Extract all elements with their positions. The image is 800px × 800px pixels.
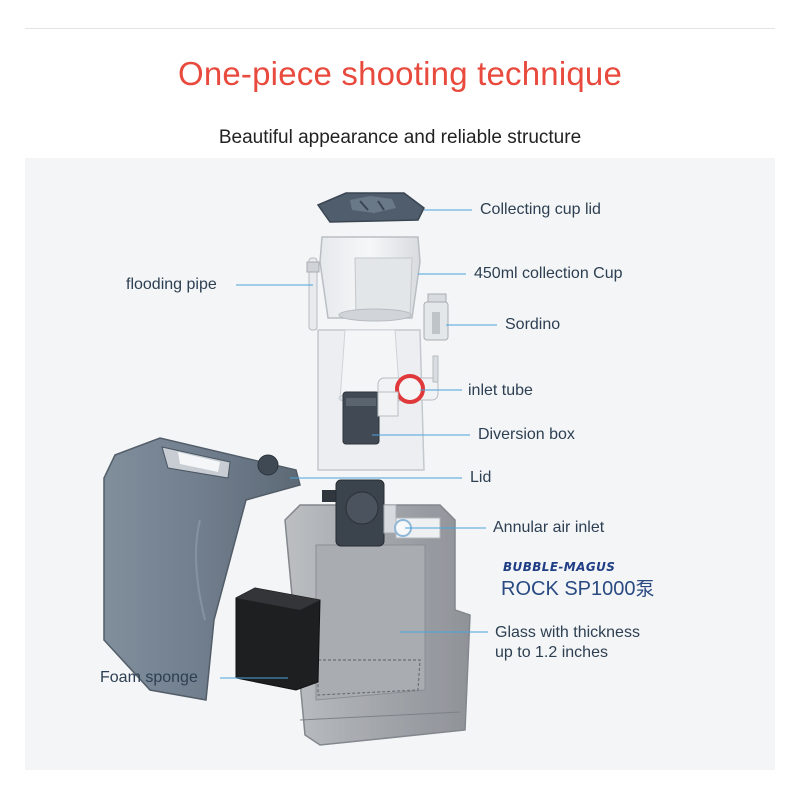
label-lid: Lid [470, 469, 492, 486]
label-inlet-tube: inlet tube [468, 382, 533, 399]
page-title: One-piece shooting technique [177, 55, 623, 92]
page-subtitle: Beautiful appearance and reliable struct… [218, 127, 582, 148]
label-foam-sponge: Foam sponge [100, 669, 198, 686]
brand-model-text: ROCK SP1000 [501, 578, 636, 600]
sordino-part [423, 293, 449, 341]
label-diversion-box: Diversion box [478, 426, 575, 443]
label-glass-line1: Glass with thickness [495, 624, 640, 641]
inlet-tube-part [377, 355, 439, 417]
collection-cup-part [319, 236, 421, 322]
outer-lid-shell-part [103, 437, 301, 701]
label-glass-line2: up to 1.2 inches [495, 644, 608, 661]
brand-name: BUBBLE-MAGUS [503, 560, 616, 574]
pump-part [322, 479, 397, 547]
label-collecting-cup-lid: Collecting cup lid [480, 201, 601, 218]
flooding-pipe-part [306, 257, 320, 331]
diversion-box-part [342, 391, 380, 445]
collecting-cup-lid-part [316, 192, 425, 223]
label-flooding-pipe: flooding pipe [126, 276, 217, 293]
brand-model-suffix: 泵 [635, 578, 655, 600]
glass-tank-part [284, 504, 471, 746]
foam-sponge-part [235, 587, 321, 691]
label-sordino: Sordino [505, 316, 561, 333]
brand-model: ROCK SP1000泵 [501, 577, 655, 601]
label-collection-cup: 450ml collection Cup [474, 265, 623, 282]
label-annular-air-inlet: Annular air inlet [493, 519, 605, 536]
leader-lines [220, 209, 497, 679]
top-divider [25, 28, 775, 29]
